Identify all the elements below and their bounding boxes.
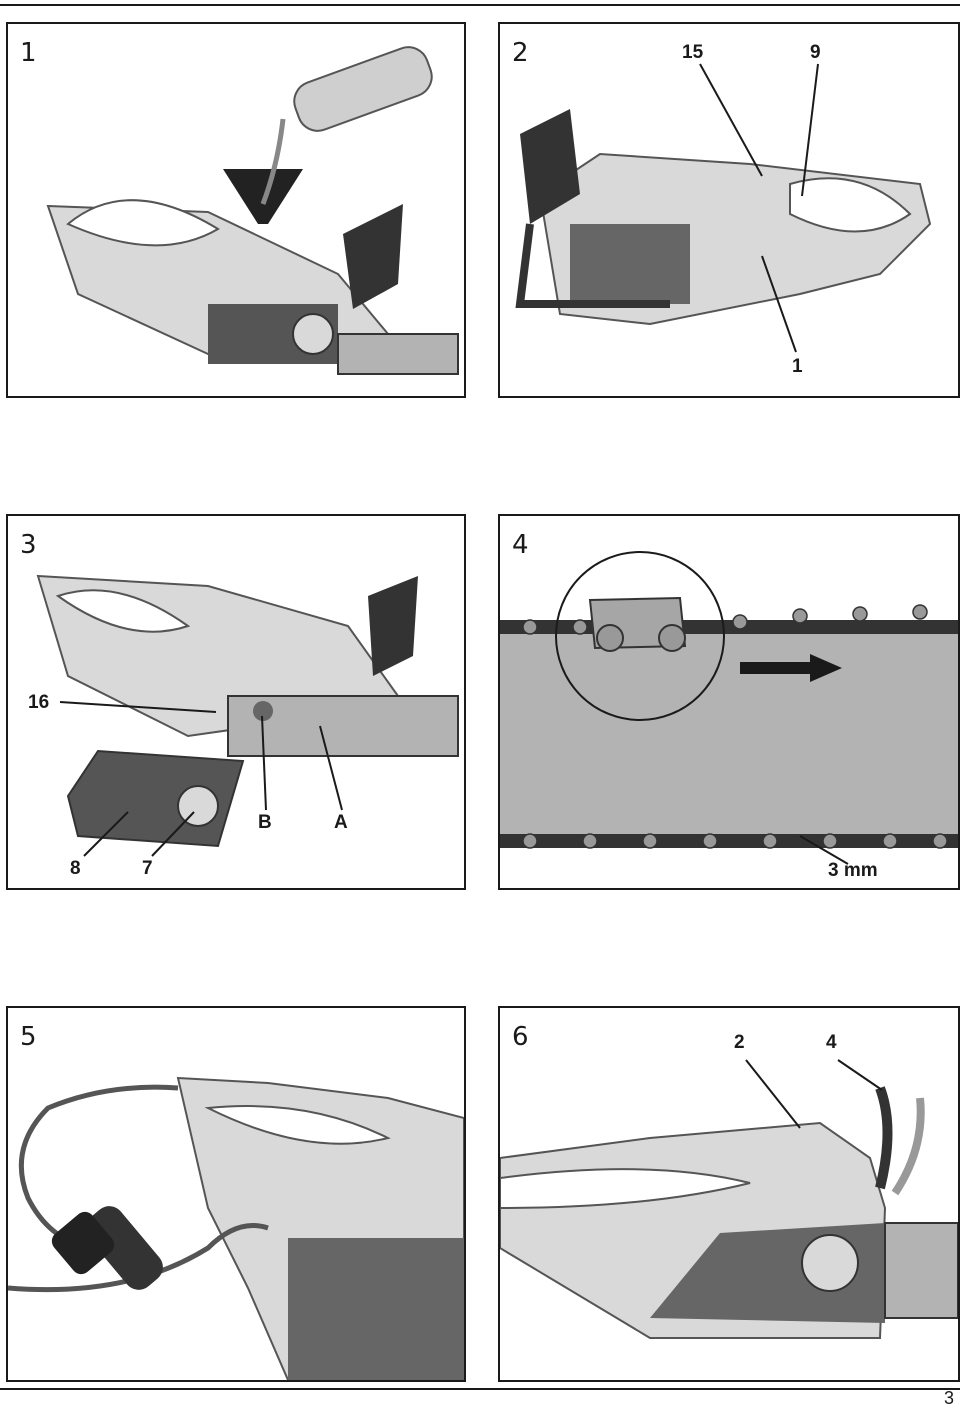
callout-2: 2 (734, 1032, 745, 1053)
brake-lever-illustration (500, 1059, 958, 1339)
panel-number: 1 (20, 38, 37, 68)
chainsaw-side-illustration (515, 63, 932, 353)
figure-panel-2: 2 15 9 1 (498, 22, 960, 398)
chain-bar-closeup-illustration (500, 551, 958, 865)
figure-panel-6: 6 2 4 (498, 1006, 960, 1382)
callout-B: B (258, 812, 272, 833)
callout-1: 1 (792, 356, 803, 377)
top-rule (0, 4, 960, 6)
callout-A: A (334, 812, 348, 833)
power-cord-illustration (8, 1076, 464, 1380)
callout-3mm: 3 mm (828, 860, 878, 881)
callout-4: 4 (826, 1032, 837, 1053)
panel-number: 4 (512, 530, 529, 560)
chainsaw-oil-illustration (46, 46, 459, 375)
panel-number: 5 (20, 1022, 37, 1052)
bottom-rule (0, 1388, 960, 1390)
figure-panel-5: 5 (6, 1006, 466, 1382)
page-number: 3 (943, 1388, 954, 1408)
panel-number: 6 (512, 1022, 529, 1052)
figure-panel-4: 4 3 mm (498, 514, 960, 890)
callout-16: 16 (28, 692, 50, 713)
callout-9: 9 (810, 42, 821, 63)
callout-8: 8 (70, 858, 81, 879)
figure-panel-1: 1 (6, 22, 466, 398)
panel-number: 3 (20, 530, 37, 560)
callout-15: 15 (682, 42, 704, 63)
figure-panel-3: 3 16 B A 8 7 (6, 514, 466, 890)
callout-7: 7 (142, 858, 153, 879)
panel-number: 2 (512, 38, 529, 68)
chain-tension-illustration (36, 574, 459, 857)
